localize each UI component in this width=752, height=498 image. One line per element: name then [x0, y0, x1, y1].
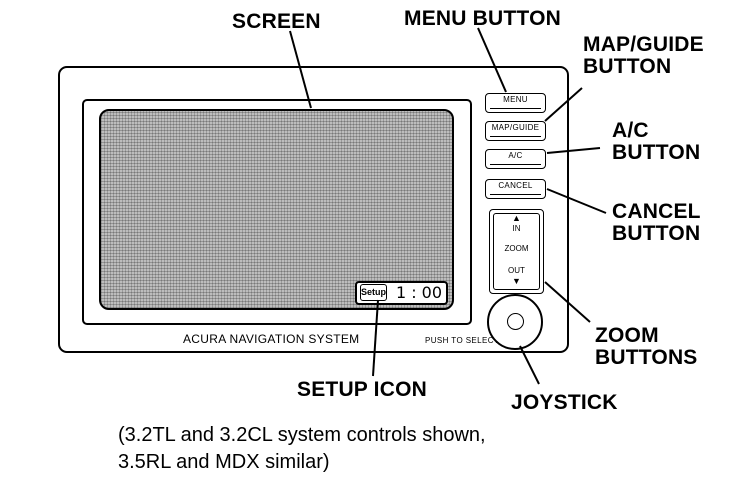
cancel-button-callout-line1: CANCEL — [612, 200, 701, 223]
menu-button-callout: MENU BUTTON — [404, 7, 561, 30]
ac-leader — [546, 147, 601, 154]
screen-leader — [289, 30, 312, 109]
cancel-button[interactable]: CANCEL — [485, 179, 546, 199]
clock-display: 1 : 00 — [395, 283, 443, 302]
zoom-buttons[interactable] — [489, 209, 544, 294]
zoom-rocker-face — [493, 213, 540, 290]
map-guide-button[interactable]: MAP/GUIDE — [485, 121, 546, 141]
caption-line-1: (3.2TL and 3.2CL system controls shown, — [118, 424, 486, 446]
map-guide-button-callout-line2: BUTTON — [583, 55, 672, 78]
cancel-button-callout-line2: BUTTON — [612, 222, 701, 245]
joystick-callout: JOYSTICK — [511, 391, 618, 414]
map-guide-button-callout-line1: MAP/GUIDE — [583, 33, 704, 56]
push-to-select-label: PUSH TO SELECT — [425, 336, 500, 345]
screen-callout: SCREEN — [232, 10, 321, 33]
ac-button-callout-line2: BUTTON — [612, 141, 701, 164]
zoom-in-label: IN — [512, 224, 521, 233]
joystick-leader — [519, 345, 540, 385]
zoom-out-arrow-icon[interactable]: ▼ — [512, 276, 521, 286]
zoom-buttons-leader — [544, 281, 591, 323]
setup-icon[interactable]: Setup — [360, 284, 387, 301]
ac-button[interactable]: A/C — [485, 149, 546, 169]
setup-icon-callout: SETUP ICON — [297, 378, 427, 401]
zoom-buttons-callout-line1: ZOOM — [595, 324, 659, 347]
caption-line-2: 3.5RL and MDX similar) — [118, 451, 330, 473]
setup-icon-leader — [372, 299, 379, 377]
brand-label: ACURA NAVIGATION SYSTEM — [183, 332, 360, 346]
map-guide-leader — [544, 87, 583, 122]
zoom-buttons-callout-line2: BUTTONS — [595, 346, 698, 369]
caption: (3.2TL and 3.2CL system controls shown, … — [118, 422, 486, 476]
joystick-center-icon[interactable] — [507, 313, 524, 330]
zoom-out-label: OUT — [508, 266, 525, 275]
menu-button[interactable]: MENU — [485, 93, 546, 113]
navigation-screen[interactable] — [99, 109, 454, 310]
ac-button-callout-line1: A/C — [612, 119, 649, 142]
zoom-label: ZOOM — [504, 244, 529, 253]
cancel-leader — [546, 188, 607, 214]
zoom-in-arrow-icon[interactable]: ▲ — [512, 213, 521, 223]
menu-button-leader — [477, 27, 507, 93]
